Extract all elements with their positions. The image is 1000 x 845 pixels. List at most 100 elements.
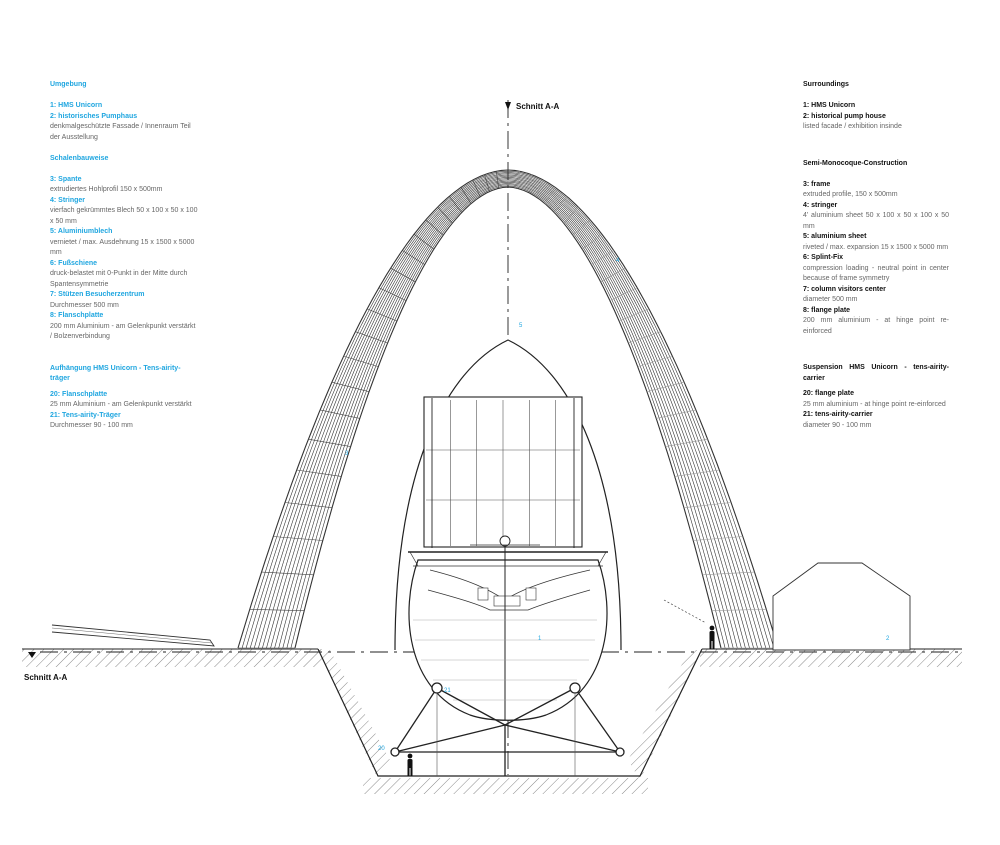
frame-rib [628,331,661,344]
frame-rib [711,609,767,611]
callout-ship: 1 [538,636,542,642]
legend-item: 6: Fußschiene [50,259,98,267]
legend-desc: compression loading - neutral point in c… [803,264,949,283]
frame-rib [544,187,556,204]
pit-wall-right [628,650,702,780]
shell-frames [238,171,778,649]
legend-item: 2: historisches Pumphaus [50,112,138,120]
frame-rib [366,308,398,322]
legend-desc: Durchmesser 90 - 100 mm [50,422,133,429]
legend-desc: Durchmesser 500 mm [50,301,119,309]
callouts: 1 2 4 3 5 21 20 [345,258,890,752]
legend-item: 20: flange plate [803,390,854,397]
frame-rib [517,171,520,189]
shell-structure [237,169,779,649]
legend-english: Surroundings 1: HMS Unicorn 2: historica… [803,80,949,431]
legend-desc: diameter 90 - 100 mm [803,421,872,429]
stringer-line [254,174,762,649]
legend-item: 5: aluminium sheet [803,233,867,240]
legend-desc: listed facade / exhibition insinde [803,123,902,130]
stringer-line [290,185,726,649]
stringer-line [262,176,754,649]
legend-desc: extruded profile, 150 x 500mm [803,191,898,198]
callout-flange: 20 [378,746,385,752]
legend-item: 1: HMS Unicorn [803,102,856,109]
legend-desc: 200 mm Aluminium - am Gelenkpunkt verstä… [50,322,196,341]
frame-rib [665,438,708,447]
ship-hull [408,535,608,721]
legend-item: 21: tens-airity-carrier [803,411,873,418]
legend-item: 20: Flanschplatte [50,390,108,398]
legend-desc: 4' aluminium sheet 50 x 100 x 50 x 100 x… [803,212,949,230]
frame-rib [308,438,351,447]
frame-rib [683,502,732,508]
ground [22,648,962,794]
legend-desc: extrudiertes Hohlprofil 150 x 500mm [50,186,163,193]
legend-desc: vierfach gekrümmtes Blech 50 x 100 x 50 … [50,207,198,225]
human-figure-icon [709,625,715,649]
frame-rib [646,381,685,392]
legend-item: 3: Spante [50,175,82,183]
frame-rib [674,469,720,477]
frame-rib [413,234,435,250]
legend-item: 4: stringer [803,201,838,209]
legend-desc: vernietet / max. Ausdehnung 15 x 1500 x … [50,238,195,257]
legend-item: 8: flange plate [803,306,851,314]
stringer-line [237,169,779,649]
legend-desc: diameter 500 mm [803,296,858,303]
legend-item: 4: Stringer [50,196,86,204]
stringer-line [278,181,738,649]
frame-rib [402,250,425,265]
legend-item: 5: Aluminiumblech [50,228,113,235]
legend-desc: denkmalgeschützte Fassade / Innenraum Te… [50,123,191,141]
frame-rib [600,267,626,283]
stringer-line [270,179,746,649]
frame-rib [249,609,305,611]
frame-rib [425,219,444,236]
legend-heading-surroundings: Umgebung [50,81,87,88]
suspension-struts [390,682,625,776]
section-arrow-icon [28,652,36,658]
frame-rib [554,196,567,213]
frame-rib [496,171,499,189]
legend-item: 6: Splint-Fix [803,254,844,261]
stringer-line [258,175,758,649]
legend-heading-suspension: Suspension HMS Unicorn - tens-airity-car… [803,364,949,382]
stringer-line [249,173,767,649]
frame-rib [484,174,490,192]
section-label-top: Schnitt A-A [516,102,559,111]
section-arrow-icon [505,102,511,110]
legend-item: 7: Stützen Besucherzentrum [50,291,145,298]
frame-rib [261,571,314,576]
legend-desc: druck-belastet mit 0-Punkt in der Mitte … [50,270,188,288]
frame-rib [526,174,532,192]
legend-heading-construction: Schalenbauweise [50,154,109,162]
frame-rib [693,536,743,541]
frame-rib [320,409,360,419]
legend-item: 7: column visitors center [803,285,886,293]
frame-rib [437,206,453,224]
frame-rib [572,219,591,236]
stringer-line [274,180,742,649]
pit-floor [363,778,648,794]
frame-rib [331,381,370,392]
legend-desc: 25 mm Aluminium - am Gelenkpunkt verstär… [50,401,192,408]
frame-rib [472,179,481,197]
frame-rib [535,179,544,197]
legend-item: 1: HMS Unicorn [50,102,103,109]
frame-rib [581,234,603,250]
pit-wall-left [318,650,390,780]
frame-rib [296,469,342,477]
human-figure-icon [407,753,413,776]
section-label: Schnitt A-A [24,673,67,682]
legend-heading-suspension: Aufhängung HMS Unicorn - Tens-airity-trä… [50,364,181,383]
pump-house [772,562,911,651]
legend-heading-construction: Semi-Monocoque-Construction [803,159,908,167]
stringer-line [294,186,722,649]
frame-rib [609,287,638,301]
frame-rib [273,536,323,541]
legend-item: 3: frame [803,180,831,188]
frame-rib [390,267,416,283]
frame-rib [355,331,388,344]
